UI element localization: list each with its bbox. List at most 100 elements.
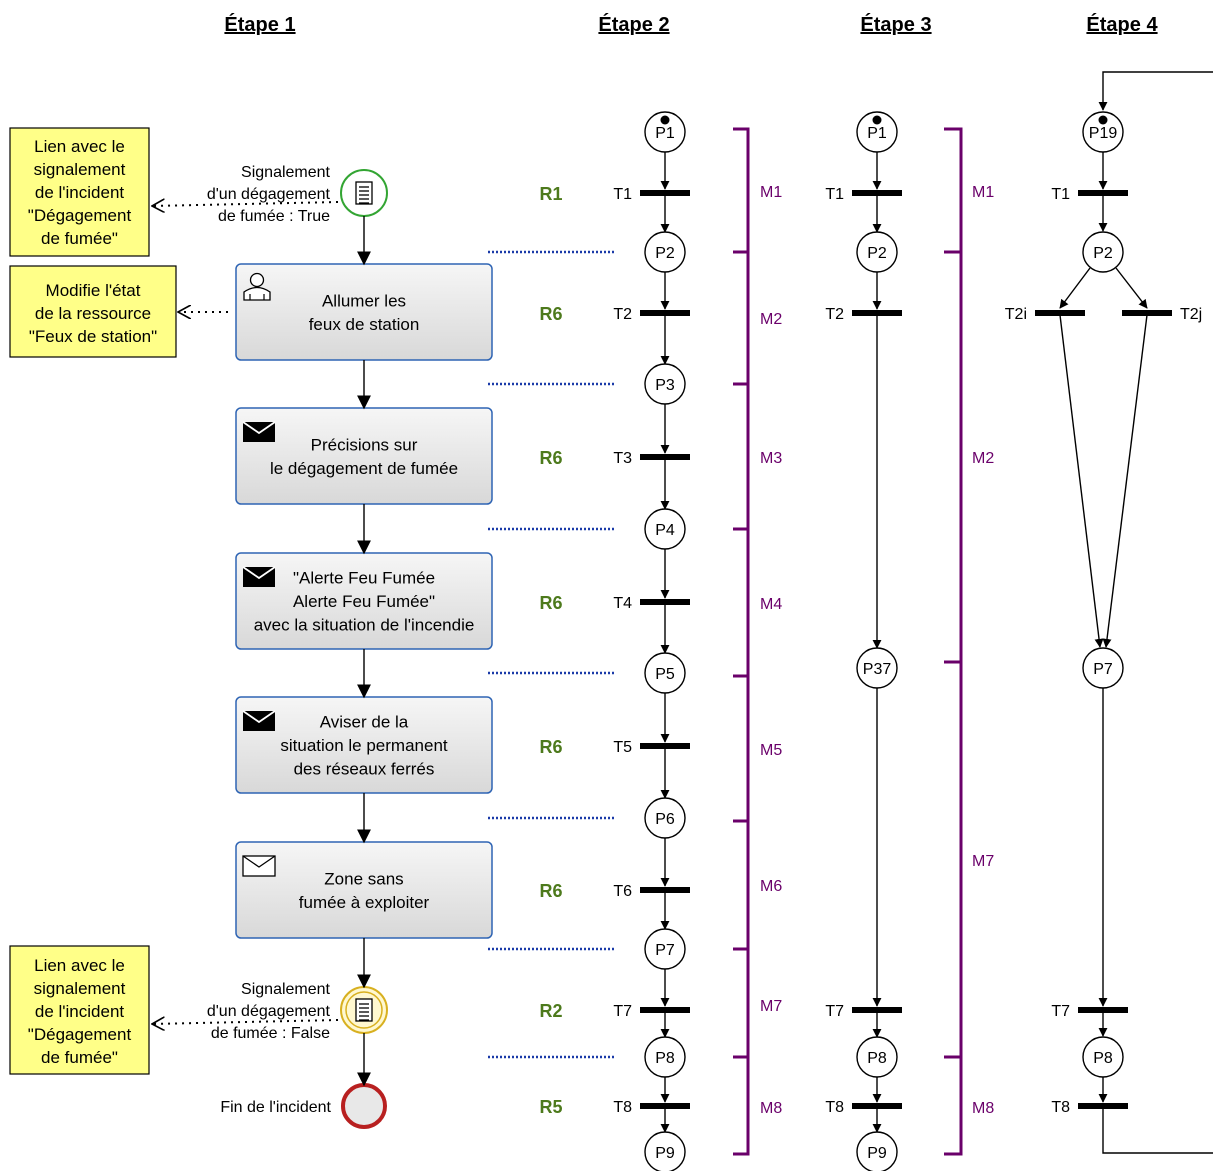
rule-label: R6 <box>539 593 562 613</box>
place-p1: P1 <box>856 111 898 153</box>
transition-label: T6 <box>613 883 632 900</box>
place-circle <box>1082 231 1124 273</box>
milestone-label: M4 <box>760 596 782 613</box>
milestone-label: M8 <box>760 1100 782 1117</box>
transition-bar <box>640 1103 690 1109</box>
milestone-label: M1 <box>760 184 782 201</box>
note-text-line: de fumée" <box>41 1048 118 1067</box>
place-circle <box>644 231 686 273</box>
header-stage-2: Étape 2 <box>598 13 669 36</box>
place-label: P19 <box>1089 125 1118 142</box>
note-text-line: signalement <box>34 160 126 179</box>
milestone-label: M7 <box>972 853 994 870</box>
task-text-line: avec la situation de l'incendie <box>254 616 475 635</box>
dotted-separators <box>488 250 616 1059</box>
transition-t8: T8 <box>1051 1099 1128 1116</box>
place-label: P1 <box>867 125 887 142</box>
loop-back-line <box>1102 1108 1213 1154</box>
transition-t8: T8 <box>613 1099 690 1116</box>
place-circle <box>856 647 898 689</box>
milestone-bracket <box>944 127 963 1156</box>
transition-bar <box>640 599 690 605</box>
transition-bar <box>640 190 690 196</box>
user-body <box>243 286 271 301</box>
task-text-line: "Alerte Feu Fumée <box>293 569 435 588</box>
task-text-line: Précisions sur <box>311 435 418 454</box>
place-p3: P3 <box>644 363 686 405</box>
note-box <box>9 945 150 1075</box>
header-stage-3: Étape 3 <box>860 13 931 36</box>
transition-bar <box>640 887 690 893</box>
milestone-label: M3 <box>760 450 782 467</box>
intermediate-event-label-line: d'un dégagement <box>207 1003 331 1020</box>
place-circle <box>856 111 898 153</box>
note-text-line: Lien avec le <box>34 956 125 975</box>
note-text-line: Modifie l'état <box>46 281 141 300</box>
transition-label: T4 <box>613 595 632 612</box>
task-text-line: situation le permanent <box>280 736 448 755</box>
place-circle <box>856 1131 898 1171</box>
token-dot <box>872 115 882 125</box>
transition-label: T7 <box>825 1003 844 1020</box>
rule-label: R6 <box>539 448 562 468</box>
note-text-line: Lien avec le <box>34 137 125 156</box>
place-p8: P8 <box>644 1036 686 1078</box>
end-event-circle <box>341 1083 387 1129</box>
transition-bar <box>1035 310 1085 316</box>
transition-bar <box>640 1007 690 1013</box>
place-circle <box>644 797 686 839</box>
header-stage-1: Étape 1 <box>224 13 295 36</box>
rule-label: R6 <box>539 737 562 757</box>
note-text-line: "Dégagement <box>28 206 132 225</box>
place-p9: P9 <box>644 1131 686 1171</box>
place-circle <box>644 1131 686 1171</box>
place-p7: P7 <box>1082 647 1124 689</box>
place-p2: P2 <box>644 231 686 273</box>
rule-label: R2 <box>539 1001 562 1021</box>
place-label: P8 <box>655 1050 675 1067</box>
transition-bar <box>852 310 902 316</box>
transition-t2: T2 <box>613 306 690 323</box>
transition-label: T7 <box>613 1003 632 1020</box>
place-p9: P9 <box>856 1131 898 1171</box>
start-event-label-line: de fumée : True <box>218 208 330 225</box>
place-circle <box>1082 1036 1124 1078</box>
transition-t5: T5 <box>613 739 690 756</box>
transition-label: T2 <box>825 306 844 323</box>
flow-arrow <box>1059 267 1091 309</box>
transition-t2j: T2j <box>1122 306 1202 323</box>
transition-t8: T8 <box>825 1099 902 1116</box>
document-icon <box>355 181 373 205</box>
end-event <box>341 1083 387 1129</box>
transition-t7: T7 <box>613 1003 690 1020</box>
association-line <box>152 202 339 206</box>
transition-label: T2i <box>1005 306 1027 323</box>
place-p5: P5 <box>644 652 686 694</box>
association-line <box>152 1020 339 1024</box>
envelope-flap <box>242 566 276 580</box>
task-text-line: Zone sans <box>324 869 403 888</box>
place-label: P4 <box>655 522 675 539</box>
column-headers: Étape 1 Étape 2 Étape 3 Étape 4 <box>224 13 1158 36</box>
transition-t2: T2 <box>825 306 902 323</box>
milestone-bracket <box>733 127 750 1156</box>
document-icon <box>355 998 373 1022</box>
rule-label: R5 <box>539 1097 562 1117</box>
flow-arrow <box>1059 314 1104 648</box>
envelope-flap <box>242 710 276 724</box>
transition-label: T5 <box>613 739 632 756</box>
milestone-label: M6 <box>760 878 782 895</box>
place-circle <box>644 508 686 550</box>
note-text-line: "Dégagement <box>28 1025 132 1044</box>
transition-bar <box>1078 190 1128 196</box>
transition-bar <box>1078 1103 1128 1109</box>
place-p7: P7 <box>644 928 686 970</box>
place-label: P9 <box>867 1145 887 1162</box>
place-p2: P2 <box>856 231 898 273</box>
